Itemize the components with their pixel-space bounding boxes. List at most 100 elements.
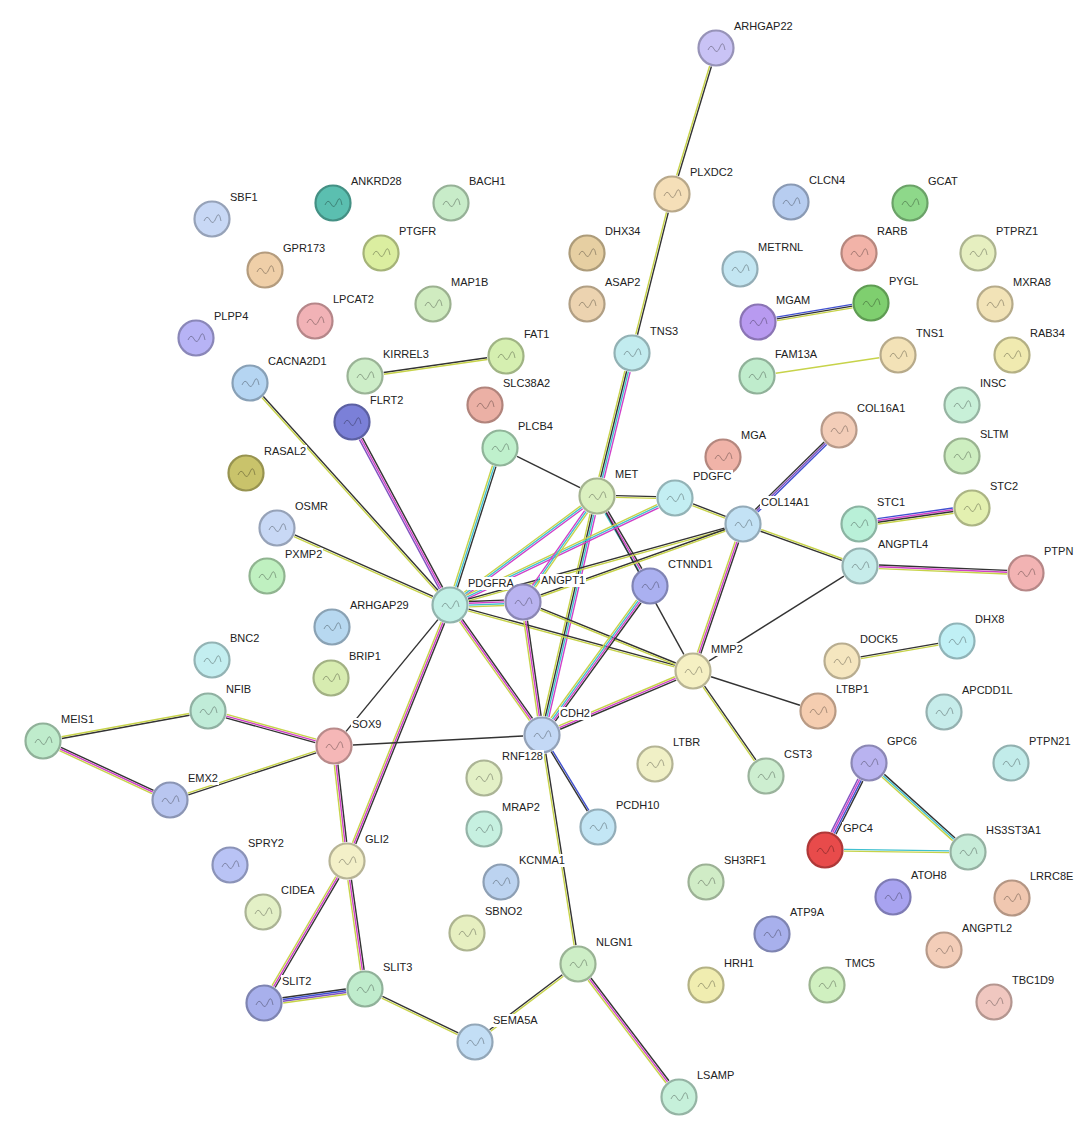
protein-circle [481, 429, 519, 467]
node-disc [248, 253, 283, 288]
protein-circle [738, 357, 776, 395]
protein-node: MMP2 [674, 639, 744, 690]
protein-circle [656, 479, 694, 517]
protein-circle [227, 454, 265, 492]
structure-glyph [476, 825, 493, 833]
node-disc [458, 1025, 493, 1060]
protein-node: PXMP2 [248, 544, 323, 595]
protein-circle [653, 175, 691, 213]
evidence-line [457, 467, 495, 588]
evidence-line [227, 714, 316, 739]
node-disc [260, 511, 295, 546]
node-label: ASAP2 [604, 276, 641, 289]
node-label: STC2 [989, 480, 1019, 493]
evidence-line [384, 360, 487, 375]
node-disc [179, 321, 214, 356]
protein-node: BNC2 [193, 628, 260, 679]
node-label: SLIT3 [382, 961, 413, 974]
connector [877, 508, 953, 524]
protein-circle [24, 722, 62, 760]
connector [353, 736, 523, 745]
structure-glyph [425, 300, 442, 308]
node-disc [484, 865, 519, 900]
evidence-line [527, 621, 541, 716]
structure-glyph [1004, 351, 1021, 359]
structure-glyph [257, 266, 274, 274]
protein-node: BRIP1 [312, 646, 382, 697]
structure-glyph [442, 601, 459, 609]
protein-circle [636, 745, 674, 783]
node-label: RASAL2 [263, 445, 307, 458]
node-disc [808, 833, 843, 868]
structure-glyph [861, 759, 878, 767]
protein-circle [724, 505, 762, 543]
node-label: MEIS1 [60, 713, 95, 726]
structure-glyph [35, 737, 52, 745]
connector [544, 514, 596, 717]
node-disc [467, 812, 502, 847]
protein-circle [841, 547, 879, 585]
connector [616, 496, 656, 499]
structure-glyph [326, 742, 343, 750]
evidence-line [363, 438, 443, 588]
node-label: CIDEA [280, 884, 316, 897]
evidence-line [678, 66, 711, 176]
evidence-line [554, 602, 640, 720]
node-disc [655, 177, 690, 212]
node-disc [801, 694, 836, 729]
evidence-line [526, 621, 540, 716]
node-disc [525, 718, 560, 753]
protein-node: RAB34 [993, 323, 1066, 374]
evidence-line [382, 998, 458, 1035]
protein-circle [482, 863, 520, 901]
protein-node: GPR173 [246, 238, 326, 289]
evidence-line [638, 213, 669, 335]
node-disc [317, 729, 352, 764]
protein-node: SOX9 [315, 714, 382, 765]
protein-circle [296, 302, 334, 340]
structure-glyph [204, 656, 221, 664]
evidence-line [709, 576, 844, 661]
protein-node: PLPP4 [177, 306, 249, 357]
protein-circle [362, 234, 400, 272]
evidence-line [456, 466, 494, 587]
protein-circle [949, 833, 987, 871]
protein-node: OSMR [258, 496, 329, 547]
node-label: CST3 [783, 748, 813, 761]
protein-node: KCNMA1 [482, 850, 566, 901]
protein-node: STC1 [840, 492, 906, 543]
protein-node: RNF128 [465, 746, 544, 797]
evidence-line [469, 530, 725, 601]
protein-circle [231, 364, 269, 402]
structure-glyph [698, 878, 715, 886]
structure-glyph [255, 908, 272, 916]
evidence-line [544, 754, 574, 945]
node-disc [825, 644, 860, 679]
node-label: GPC6 [886, 735, 918, 748]
structure-glyph [936, 946, 953, 954]
protein-node: GPC4 [806, 818, 874, 869]
node-disc [843, 549, 878, 584]
node-disc [945, 388, 980, 423]
connector [359, 438, 442, 589]
protein-circle [953, 489, 991, 527]
protein-circle [346, 970, 384, 1008]
node-label: BNC2 [229, 632, 260, 645]
protein-circle [245, 984, 283, 1022]
protein-node: LPCAT2 [296, 289, 375, 340]
evidence-line [469, 604, 504, 605]
evidence-line [466, 505, 657, 596]
node-label: RNF128 [501, 750, 544, 763]
protein-node: PLCB4 [481, 416, 554, 467]
structure-glyph [964, 504, 981, 512]
structure-glyph [749, 372, 766, 380]
connector [551, 600, 641, 721]
node-label: RAB34 [1029, 327, 1066, 340]
evidence-line [350, 880, 363, 970]
protein-node: RARB [840, 221, 909, 272]
node-label: LRRC8E [1029, 870, 1074, 883]
node-label: PXMP2 [284, 548, 323, 561]
connector [544, 754, 576, 946]
node-disc [191, 694, 226, 729]
structure-glyph [498, 352, 515, 360]
